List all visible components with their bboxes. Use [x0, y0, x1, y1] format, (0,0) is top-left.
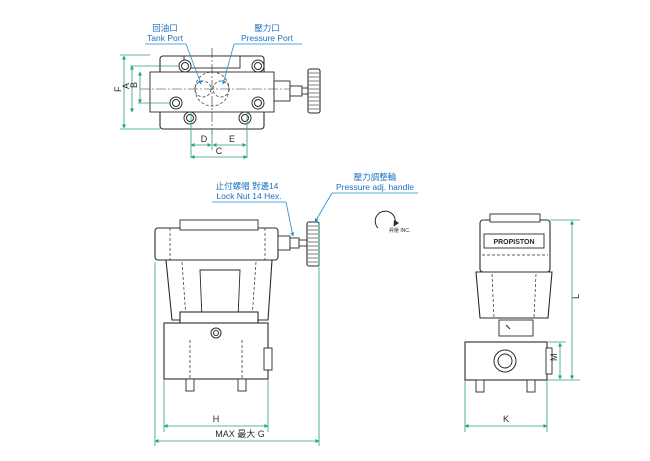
lock-nut-label-en: Lock Nut 14 Hex.	[216, 191, 281, 201]
side-view-nameplate	[483, 233, 545, 249]
front-view-stem	[298, 239, 308, 247]
side-view-hidden-edge	[491, 273, 495, 319]
dim-label-E: E	[229, 134, 235, 144]
top-view-bolt	[251, 96, 265, 110]
dim-label-A: A	[121, 83, 131, 89]
front-view-handle	[306, 221, 320, 267]
top-view-lock-nut	[289, 85, 303, 97]
side-view-middle-body	[475, 271, 553, 319]
front-view: H MAX 最大 G 止付螺帽 對邊14 Lock Nut 14 Hex. 壓力…	[154, 172, 418, 446]
side-view: PROPISTON L M K	[464, 213, 581, 432]
pressure-handle-leader	[314, 192, 333, 223]
pressure-handle-label-en: Pressure adj. handle	[336, 182, 414, 192]
tank-port-label-en: Tank Port	[147, 33, 184, 43]
side-view-mark	[505, 324, 511, 330]
front-view-stem-housing	[277, 235, 291, 251]
side-view-flange	[498, 319, 534, 337]
pressure-port-leader	[221, 43, 235, 85]
dim-label-D: D	[201, 134, 208, 144]
front-view-mounting-bolt	[237, 378, 247, 392]
front-view-mounting-bolt	[185, 378, 195, 392]
rotation-arrow-icon	[374, 210, 400, 229]
dim-label-B: B	[129, 82, 139, 88]
side-view-top-rib	[489, 213, 541, 223]
side-view-mounting-bolt	[475, 379, 485, 393]
side-view-mounting-bolt	[526, 379, 536, 393]
front-view-hidden-edge	[181, 261, 187, 319]
top-view-bolt	[178, 59, 192, 73]
pressure-port-label-en: Pressure Port	[241, 33, 294, 43]
side-view-hidden-edge	[533, 273, 537, 319]
front-view-flange	[179, 311, 259, 325]
dim-label-max-g: MAX 最大 G	[215, 428, 265, 439]
dim-label-L: L	[571, 294, 581, 299]
dim-label-K: K	[503, 414, 509, 424]
lock-nut-leader	[285, 201, 295, 237]
top-view-handle	[307, 68, 321, 114]
front-view-gauge-port-inner	[213, 330, 219, 336]
top-view-bolt	[238, 111, 252, 125]
front-view-top-rib	[179, 219, 259, 231]
lock-nut-label-cn: 止付螺帽 對邊14	[216, 181, 279, 191]
side-view-port-inner	[497, 353, 513, 369]
nameplate-text: PROPISTON	[493, 239, 534, 246]
front-view-handle-knurl	[308, 225, 318, 263]
dim-label-F: F	[113, 86, 123, 92]
front-view-lock-nut	[289, 237, 300, 249]
front-view-side-plug	[263, 347, 273, 371]
rotation-label: 昇壓 INC.	[389, 228, 410, 234]
pressure-port-label-cn: 壓力口	[254, 23, 280, 33]
dim-label-H: H	[213, 414, 220, 424]
top-view-bolt	[169, 96, 183, 110]
tank-port-label-cn: 回油口	[152, 23, 178, 33]
front-view-hidden-edge	[251, 261, 257, 319]
front-view-top-cap	[154, 227, 279, 261]
top-view-stem-housing	[273, 80, 291, 102]
top-view-bolt	[183, 111, 197, 125]
pressure-handle-label-cn: 壓力調整輪	[354, 172, 397, 182]
dim-label-M: M	[549, 354, 559, 362]
top-view-bolt	[251, 59, 265, 73]
tank-port-leader	[185, 43, 202, 85]
top-view-stem	[301, 87, 309, 95]
side-view-side-plug	[545, 347, 553, 375]
top-view-handle-knurl	[309, 72, 319, 110]
top-view: F A B D E C 回油口 Tank Port 壓力口 Pressure P…	[113, 23, 321, 159]
dim-label-C: C	[216, 146, 223, 156]
rotation-indicator: 昇壓 INC.	[374, 210, 410, 234]
front-view-middle-window	[199, 269, 241, 319]
